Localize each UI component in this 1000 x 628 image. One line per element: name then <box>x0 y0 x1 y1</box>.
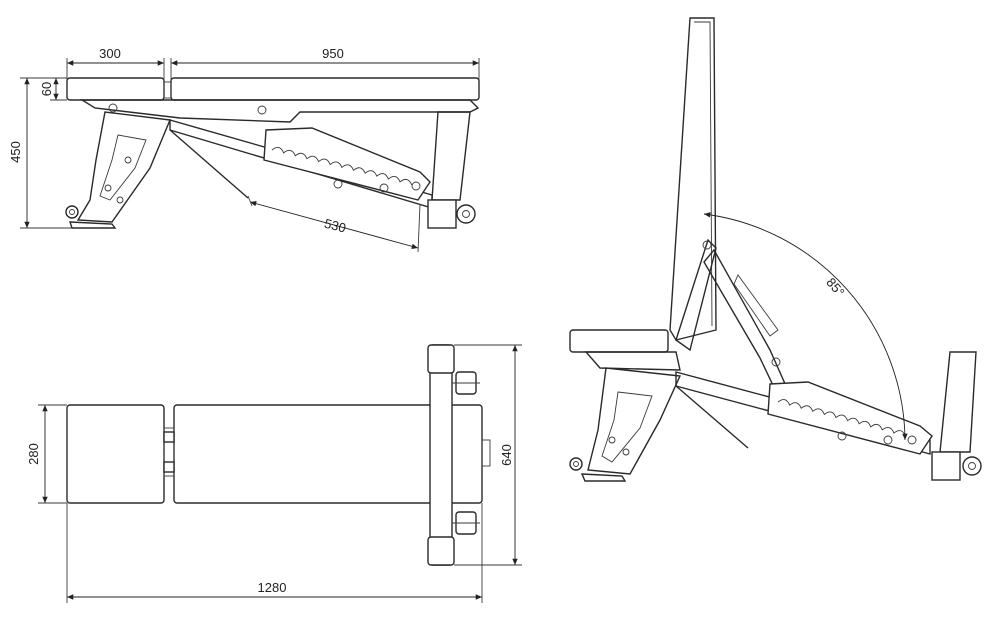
seat-pad-incline <box>569 329 669 353</box>
rear-foot-incline <box>931 451 961 481</box>
hinge-bracket <box>163 461 175 473</box>
front-leg-plate <box>99 134 147 201</box>
ladder-notches <box>271 147 413 186</box>
incline-side-view: 85° <box>569 17 982 482</box>
hinge <box>163 427 175 477</box>
dim-back-length: 950 <box>322 46 344 61</box>
rear-wheel <box>456 204 476 224</box>
rail-edge <box>169 129 249 199</box>
front-foot <box>69 221 117 229</box>
seat-pad-top <box>66 404 165 504</box>
rear-foot-bottom <box>427 536 455 566</box>
rear-foot <box>427 199 457 229</box>
dim-total-length: 1280 <box>258 580 287 595</box>
front-leg-incline <box>587 367 682 475</box>
dim-pad-thickness: 60 <box>39 82 54 96</box>
dim-rail-length: 530 <box>323 216 348 236</box>
wheel-hub <box>968 462 976 470</box>
pad-gap <box>163 81 172 99</box>
front-leg <box>76 111 172 223</box>
dim-incline-angle: 85° <box>823 275 847 300</box>
seat-pad <box>66 77 165 101</box>
bolt <box>104 184 112 192</box>
ladder-plate <box>263 127 431 201</box>
wheel-hub <box>69 209 75 215</box>
rear-upright <box>431 111 471 201</box>
ext-line <box>417 203 421 253</box>
ext-line <box>247 195 253 207</box>
angle-arc <box>703 212 908 441</box>
bolt <box>907 435 917 445</box>
rear-bracket <box>481 439 491 467</box>
rear-foot-top <box>427 344 455 374</box>
dim-line <box>249 201 419 249</box>
rear-crossbar <box>429 344 453 566</box>
adjust-strut <box>703 248 791 401</box>
bolt <box>124 156 132 164</box>
bolt <box>257 105 267 115</box>
bolt <box>622 448 630 456</box>
dim-height: 450 <box>8 141 23 163</box>
wheel-hub <box>462 210 470 218</box>
rear-wheel-incline <box>962 456 982 476</box>
front-leg-plate <box>601 391 653 463</box>
bolt <box>379 183 389 193</box>
bolt <box>333 179 343 189</box>
ladder-plate-incline <box>767 381 933 455</box>
seat-frame <box>584 351 681 371</box>
bolt <box>116 196 124 204</box>
bolt <box>108 103 118 113</box>
dim-total-width: 640 <box>499 444 514 466</box>
rear-upright-incline <box>939 351 977 453</box>
flat-side-view: 300 950 60 450 530 <box>8 46 480 253</box>
back-pad <box>170 77 480 101</box>
front-wheel-incline <box>569 457 583 471</box>
back-pad-upright <box>669 17 717 341</box>
front-wheel <box>65 205 79 219</box>
bolt <box>608 436 616 444</box>
wheel-hub <box>573 461 579 467</box>
pad-frame <box>79 99 480 123</box>
front-foot <box>580 473 627 482</box>
dim-seat-width: 280 <box>26 443 41 465</box>
top-view: 280 640 1280 <box>26 344 522 603</box>
bolt <box>411 181 421 191</box>
hinge-bracket <box>163 431 175 443</box>
strut-plate <box>733 274 779 337</box>
dim-pad-length: 300 <box>99 46 121 61</box>
